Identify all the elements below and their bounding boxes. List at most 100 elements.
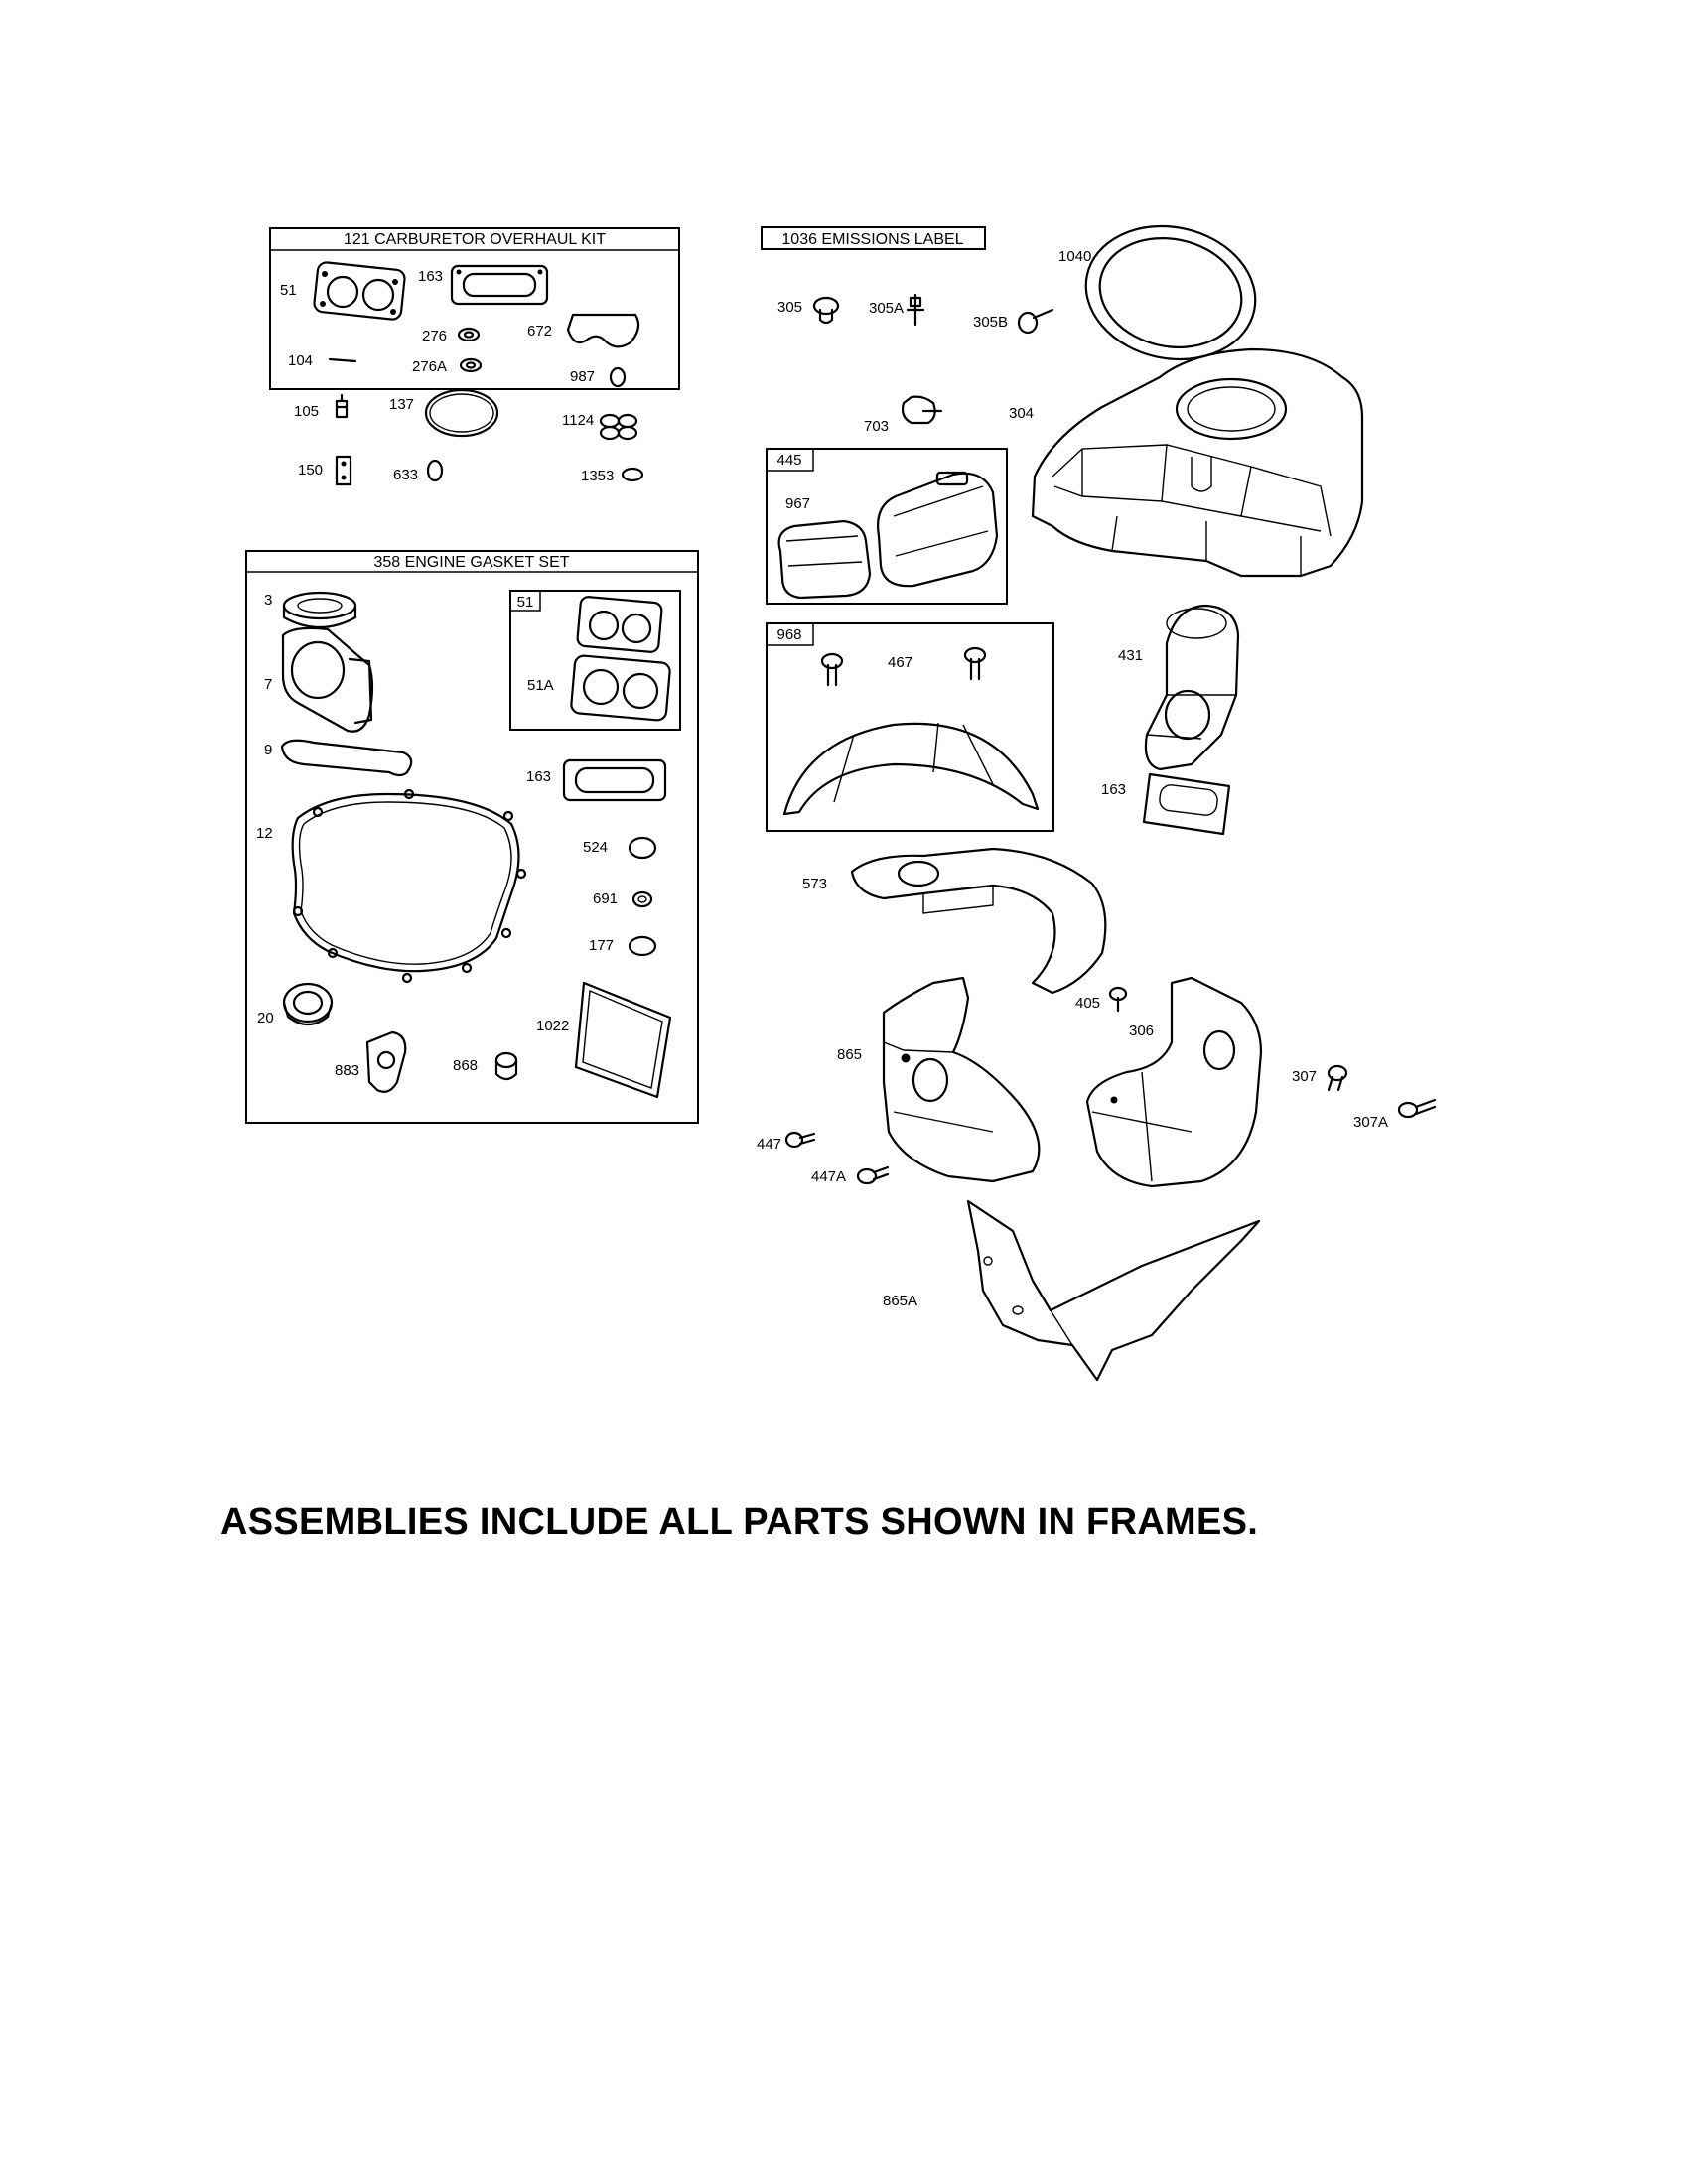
label-633: 633 (393, 467, 418, 483)
label-865a: 865A (883, 1293, 917, 1309)
label-447a: 447A (811, 1168, 846, 1185)
label-105: 105 (294, 403, 319, 420)
gasket-163-set (562, 758, 667, 802)
label-305: 305 (777, 299, 802, 316)
oring-137 (424, 388, 499, 438)
carb-gasket-51 (313, 261, 406, 321)
intake-elbow-431 (1144, 604, 1240, 771)
baffle-573 (850, 847, 1107, 995)
label-163: 163 (418, 268, 443, 285)
label-12: 12 (256, 825, 273, 842)
clip-703 (901, 395, 943, 425)
part-987 (609, 366, 627, 388)
label-865: 865 (837, 1046, 862, 1063)
label-868: 868 (453, 1057, 478, 1074)
oil-seal-3 (282, 591, 357, 628)
gasket-set-title: 358 ENGINE GASKET SET (373, 554, 569, 571)
gasket-9 (280, 739, 413, 777)
label-307: 307 (1292, 1068, 1317, 1085)
part-691 (632, 890, 653, 908)
side-shroud-865 (882, 976, 1041, 1183)
label-1022: 1022 (536, 1018, 569, 1034)
needle-105 (335, 393, 349, 419)
blower-housing-304 (1031, 347, 1364, 578)
side-shroud-306 (1085, 976, 1263, 1188)
label-51a: 51A (527, 677, 554, 694)
gasket-1022 (574, 981, 672, 1099)
label-51: 51 (280, 282, 297, 299)
screw-305b (1017, 308, 1054, 335)
label-1040: 1040 (1058, 248, 1091, 265)
filter-housing-445 (877, 471, 999, 588)
screw-405 (1108, 986, 1128, 1013)
label-405: 405 (1075, 995, 1100, 1012)
label-447: 447 (757, 1136, 781, 1153)
part-150 (335, 455, 352, 486)
emissions-label-frame: 1036 EMISSIONS LABEL (761, 226, 986, 250)
cover-frame-968: 968 467 (766, 622, 1054, 832)
label-431: 431 (1118, 647, 1143, 664)
gasket-672 (566, 313, 640, 348)
pin-104 (328, 357, 357, 363)
bracket-865a (966, 1199, 1261, 1382)
oring-524 (628, 836, 657, 860)
pin-305a (906, 293, 925, 327)
screw-305 (812, 296, 840, 325)
washer-276 (457, 327, 481, 342)
part-1353 (621, 467, 644, 482)
label-104: 104 (288, 352, 313, 369)
label-691: 691 (593, 890, 618, 907)
emissions-label-title: 1036 EMISSIONS LABEL (781, 231, 963, 248)
carburetor-overhaul-kit-frame: 121 CARBURETOR OVERHAUL KIT (269, 227, 680, 486)
label-883: 883 (335, 1062, 359, 1079)
label-150: 150 (298, 462, 323, 478)
assemblies-note: ASSEMBLIES INCLUDE ALL PARTS SHOWN IN FR… (220, 1501, 1259, 1543)
screw-447 (784, 1131, 816, 1149)
label-307a: 307A (1353, 1114, 1388, 1131)
label-467: 467 (888, 654, 912, 671)
label-306: 306 (1129, 1023, 1154, 1039)
label-524: 524 (583, 839, 608, 856)
label-967: 967 (785, 495, 810, 512)
filter-element-967 (777, 519, 872, 600)
label-3: 3 (264, 592, 272, 609)
label-573: 573 (802, 876, 827, 892)
inner-frame-51-title: 51 (517, 594, 534, 611)
gasket-883 (365, 1030, 407, 1093)
label-163-set: 163 (526, 768, 551, 785)
part-633 (426, 459, 444, 482)
oring-177 (628, 935, 657, 957)
label-276: 276 (422, 328, 447, 344)
carb-kit-title: 121 CARBURETOR OVERHAUL KIT (344, 231, 606, 248)
carb-gasket-51a (570, 654, 671, 722)
label-305b: 305B (973, 314, 1008, 331)
screw-307a (1397, 1098, 1437, 1119)
label-276a: 276A (412, 358, 447, 375)
frame-445-title: 445 (776, 452, 801, 469)
label-672: 672 (527, 323, 552, 340)
label-304: 304 (1009, 405, 1034, 422)
screw-467-left (820, 652, 844, 687)
part-1124 (599, 413, 638, 441)
label-1124: 1124 (562, 412, 594, 429)
frame-968-title: 968 (776, 626, 801, 643)
label-987: 987 (570, 368, 595, 385)
head-gasket-7 (281, 626, 374, 733)
label-137: 137 (389, 396, 414, 413)
oil-seal-20 (282, 982, 334, 1026)
label-305a: 305A (869, 300, 904, 317)
engine-gasket-set-frame: 358 ENGINE GASKET SET 51 51A (245, 550, 699, 1124)
engine-cover-968 (782, 722, 1040, 816)
washer-276a (459, 357, 483, 373)
part-868 (494, 1051, 518, 1081)
ring-1040 (1084, 224, 1257, 361)
label-9: 9 (264, 742, 272, 758)
label-163-right: 163 (1101, 781, 1126, 798)
screw-467-right (963, 646, 987, 681)
label-1353: 1353 (581, 468, 614, 484)
screw-307 (1327, 1064, 1348, 1092)
crankcase-gasket-12 (291, 788, 527, 984)
gasket-163-right (1142, 772, 1231, 836)
air-filter-frame-445: 445 967 (766, 448, 1008, 605)
